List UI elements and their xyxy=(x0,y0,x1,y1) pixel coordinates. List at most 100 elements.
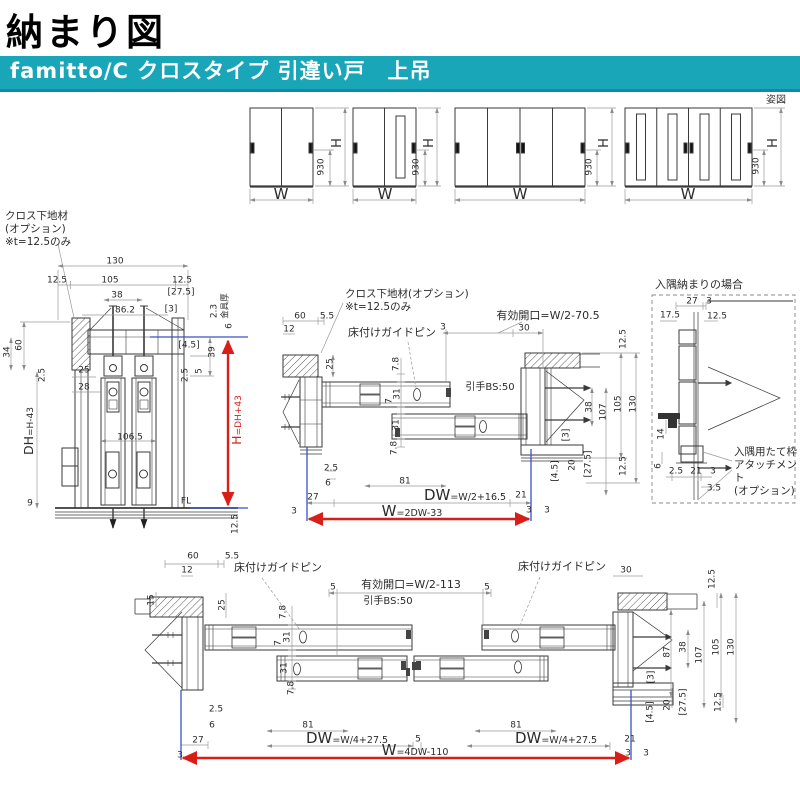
dim-930: 930 xyxy=(584,158,595,176)
dim-label: 2.5 xyxy=(180,367,191,383)
dim-label: 130 xyxy=(106,256,124,267)
dim-label: 6 xyxy=(653,463,664,469)
dim-label: 27 xyxy=(307,492,319,503)
note-handle: 引手BS:50 xyxy=(363,595,413,607)
dim-label: 6 xyxy=(224,323,235,329)
floor-level-label: FL xyxy=(180,496,192,507)
dim-label: 12.5 xyxy=(706,311,728,322)
dim-label: 17.5 xyxy=(659,310,681,321)
formula-opening-2: 有効開口=W/2-70.5 xyxy=(496,309,600,323)
dim-label: 12 xyxy=(283,324,295,335)
dim-label: 130 xyxy=(726,638,737,656)
dim-label: 107 xyxy=(598,403,609,421)
dim-label: 12.5 xyxy=(707,568,718,590)
dim-label: 20 xyxy=(662,699,673,711)
dim-label: [4.5] xyxy=(550,460,561,482)
dim-label: 3 xyxy=(706,296,712,307)
section-b-dims xyxy=(282,302,640,507)
section-a-dims xyxy=(9,243,214,509)
dim-label: [27.5] xyxy=(678,688,689,716)
dim-label: 38 xyxy=(111,290,123,301)
dim-label: 20 xyxy=(567,459,578,471)
dim-label: [3] xyxy=(561,428,572,442)
dim-label: 12.5 xyxy=(46,275,68,286)
dim-label: 86.2 xyxy=(114,305,136,316)
dim-label: 21 xyxy=(690,466,702,477)
note-cross-base-b: クロス下地材(オプション) ※t=12.5のみ xyxy=(345,288,469,314)
section-c-dims xyxy=(660,302,733,500)
section-d-linework xyxy=(134,592,698,706)
dim-label: [4.5] xyxy=(645,701,656,723)
formula-opening-4: 有効開口=W/2-113 xyxy=(361,578,461,592)
note-corner-attachment: 入隅用たて枠 アタッチメント (オプション) xyxy=(734,446,797,498)
elevation-view-label: 姿図 xyxy=(766,95,786,106)
formula-w-2: W=2DW-33 xyxy=(381,502,443,521)
dim-label: 39 xyxy=(207,346,218,358)
dim-label: 7.8 xyxy=(389,440,400,456)
formula-dh: DH=H-43 xyxy=(20,406,36,456)
dim-label: 12.5 xyxy=(618,455,629,477)
note-guide-pin: 床付けガイドピン xyxy=(348,326,436,339)
formula-h: H=DH+43 xyxy=(228,395,244,445)
dim-label: 21 xyxy=(624,734,636,745)
dim-label: 31 xyxy=(391,419,402,431)
section-a-linework xyxy=(55,305,238,529)
dim-label: 31 xyxy=(282,631,293,643)
dim-label: 2.5 xyxy=(37,367,48,383)
dim-label: 14 xyxy=(656,428,667,440)
dim-label: 7 xyxy=(273,640,284,646)
dim-label: [3] xyxy=(646,670,657,684)
note-hardware-thickness: 金具厚 xyxy=(220,293,231,319)
dim-label: 5 xyxy=(484,582,490,593)
dim-label: 5 xyxy=(194,368,205,374)
dim-label: 30 xyxy=(620,565,632,576)
dim-label: 31 xyxy=(279,662,290,674)
dim-label: [3] xyxy=(164,304,178,315)
dim-label: 2.5 xyxy=(208,704,224,715)
formula-dw-2: DW=W/2+16.5 xyxy=(423,486,507,505)
page-title: 納まり図 xyxy=(6,11,166,54)
dim-label: 105 xyxy=(711,638,722,656)
dim-label: 28 xyxy=(78,382,90,393)
formula-w-4: W=4DW-110 xyxy=(381,741,449,760)
dim-930: 930 xyxy=(316,158,327,176)
dim-930: 930 xyxy=(751,157,762,175)
dim-label: 25 xyxy=(325,358,336,370)
dim-label: 81 xyxy=(399,476,411,487)
dim-label: 81 xyxy=(510,720,522,731)
dim-label: 12 xyxy=(181,565,193,576)
elevation-dims xyxy=(249,107,785,204)
dim-label: 27 xyxy=(192,735,204,746)
section-c-linework xyxy=(651,294,796,504)
dim-w: W xyxy=(512,185,528,204)
dim-label: 3 xyxy=(526,505,532,516)
dim-label: 3 xyxy=(625,748,631,759)
dim-label: [4.5] xyxy=(178,340,200,351)
dim-label: 12.5 xyxy=(171,275,193,286)
dim-label: 3 xyxy=(544,505,550,516)
dim-label: 7 xyxy=(384,398,395,404)
dim-label: 15 xyxy=(146,594,157,606)
dim-label: 60 xyxy=(294,311,306,322)
dim-label: 105 xyxy=(101,275,119,286)
dim-h: H xyxy=(422,138,438,148)
dim-label: 106.5 xyxy=(117,432,143,443)
dim-label: 3.5 xyxy=(706,483,722,494)
dim-label: 30 xyxy=(518,323,530,334)
dim-label: 12.5 xyxy=(713,691,724,713)
note-guide-pin: 床付けガイドピン xyxy=(234,561,322,574)
dim-label: 3 xyxy=(710,466,716,477)
dim-label: 3 xyxy=(440,322,446,333)
formula-dw-4: DW=W/4+27.5 xyxy=(514,729,598,748)
dim-label: 7.8 xyxy=(278,604,289,620)
dim-label: 6 xyxy=(325,478,331,489)
dim-label: 3 xyxy=(177,750,183,761)
dim-label: 2.3 xyxy=(209,303,220,319)
dim-h: H xyxy=(766,138,782,148)
dim-label: 38 xyxy=(678,641,689,653)
inset-title: 入隅納まりの場合 xyxy=(655,278,743,291)
elevation-row xyxy=(249,107,753,188)
dim-label: 3 xyxy=(291,506,297,517)
